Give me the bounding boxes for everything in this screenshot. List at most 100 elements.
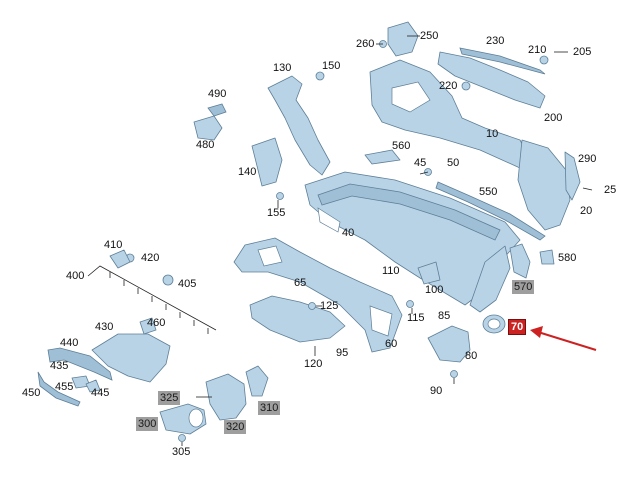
strip-560-part <box>364 149 401 165</box>
diffuser-right-opening <box>369 305 393 337</box>
clip-125-part <box>308 302 316 310</box>
bumper-left-recess <box>317 207 341 233</box>
label-10: 10 <box>486 128 499 140</box>
bracket-430-part <box>91 333 171 383</box>
label-140: 140 <box>238 166 257 178</box>
label-580: 580 <box>558 252 577 264</box>
label-455: 455 <box>55 381 74 393</box>
label-115: 115 <box>407 312 425 324</box>
label-230: 230 <box>486 35 505 47</box>
label-290: 290 <box>578 153 597 165</box>
sensor-480-part <box>193 115 223 141</box>
clip-210-part <box>539 55 549 65</box>
leader-45 <box>419 171 429 175</box>
label-150: 150 <box>322 60 341 72</box>
label-450: 450 <box>22 387 41 399</box>
bracket-100-part <box>417 261 441 285</box>
label-550: 550 <box>479 186 498 198</box>
pointer-arrow-head <box>530 326 543 338</box>
label-305: 305 <box>172 446 191 458</box>
bracket-320-part <box>205 373 247 421</box>
label-300: 300 <box>136 417 159 431</box>
housing-80-part <box>427 325 471 363</box>
harness-450-part <box>37 371 81 407</box>
label-220: 220 <box>439 80 458 92</box>
label-155: 155 <box>267 207 286 219</box>
bracket-140-part <box>251 137 283 187</box>
label-250: 250 <box>420 30 439 42</box>
label-60: 60 <box>385 338 398 350</box>
bumper-right-end <box>469 245 511 313</box>
label-50: 50 <box>447 157 460 169</box>
label-20: 20 <box>580 205 593 217</box>
bracket-310-part <box>245 365 269 397</box>
leader-25 <box>582 187 593 191</box>
label-100: 100 <box>425 284 444 296</box>
label-310: 310 <box>258 401 281 415</box>
label-410: 410 <box>104 239 123 251</box>
reinforcement-inner <box>391 81 431 113</box>
label-420: 420 <box>141 252 160 264</box>
trim-300-opening <box>188 408 204 428</box>
side-panel-part <box>517 139 571 231</box>
diffuser-left-opening <box>257 245 283 267</box>
label-320: 320 <box>224 420 247 434</box>
clip-150-part <box>315 71 325 81</box>
harness-440-part <box>47 347 113 381</box>
sensor-445-part <box>85 379 101 393</box>
label-430: 430 <box>95 321 114 333</box>
label-570: 570 <box>512 280 535 294</box>
label-440: 440 <box>60 337 79 349</box>
label-45: 45 <box>414 157 427 169</box>
label-90: 90 <box>430 385 443 397</box>
label-85: 85 <box>438 310 451 322</box>
group-line-400 <box>87 265 217 331</box>
clip-155-part <box>276 192 284 200</box>
strip-230-part <box>459 47 546 75</box>
clip-305-part <box>178 434 186 442</box>
label-125: 125 <box>320 300 339 312</box>
label-560: 560 <box>392 140 411 152</box>
ring-70-hole <box>487 318 501 330</box>
label-400: 400 <box>66 270 85 282</box>
label-70-highlighted: 70 <box>508 319 527 335</box>
clip-115-part <box>406 300 414 308</box>
label-460: 460 <box>147 317 166 329</box>
pointer-arrow-line <box>537 331 597 351</box>
bumper-cover-groove <box>317 183 501 241</box>
bracket-460-part <box>139 317 157 335</box>
label-120: 120 <box>304 358 323 370</box>
label-435: 435 <box>50 360 69 372</box>
label-480: 480 <box>196 139 215 151</box>
label-445: 445 <box>91 387 110 399</box>
label-25: 25 <box>604 184 617 196</box>
label-260: 260 <box>356 38 375 50</box>
label-130: 130 <box>273 62 292 74</box>
label-95: 95 <box>336 347 349 359</box>
label-65: 65 <box>294 277 307 289</box>
carrier-left-part <box>267 75 331 176</box>
group-line-400-ticks <box>109 272 209 334</box>
underbody-panel-part <box>249 295 346 343</box>
label-205: 205 <box>573 46 592 58</box>
bracket-410-part <box>109 249 131 269</box>
diffuser-part <box>233 237 403 353</box>
bracket-250-part <box>387 21 419 57</box>
label-200: 200 <box>544 112 563 124</box>
strip-550-part <box>435 181 546 241</box>
label-80: 80 <box>465 350 478 362</box>
label-405: 405 <box>178 278 197 290</box>
label-40: 40 <box>342 227 355 239</box>
clip-290-part <box>564 151 581 201</box>
bracket-580-part <box>539 249 555 265</box>
clip-405-part <box>162 274 174 286</box>
sensor-490-part <box>207 103 227 117</box>
label-210: 210 <box>528 44 547 56</box>
label-325: 325 <box>158 391 181 405</box>
clip-90-part <box>450 370 458 378</box>
beam-200-part <box>437 51 546 109</box>
label-490: 490 <box>208 88 227 100</box>
label-110: 110 <box>382 265 400 277</box>
